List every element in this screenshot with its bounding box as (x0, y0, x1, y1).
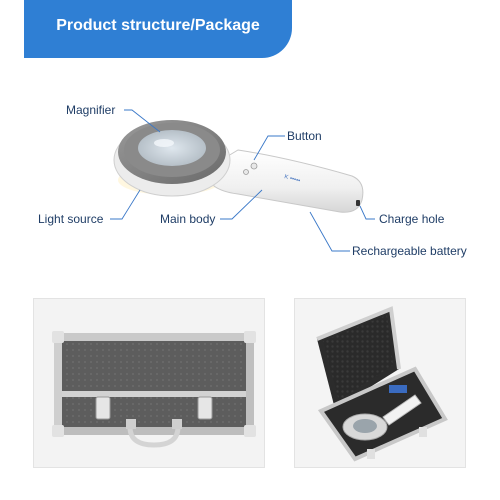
label-main-body: Main body (160, 212, 216, 226)
button-leader (253, 135, 285, 161)
magnifier-leader (124, 109, 161, 133)
main-body-leader (220, 189, 263, 220)
battery-leader (309, 211, 350, 252)
brand-mark: K ▪▪▪▪▪ (283, 174, 300, 184)
light-source-leader (110, 189, 141, 220)
device-handle (207, 149, 364, 213)
section-banner: Product structure/Package (24, 0, 292, 58)
section-title: Product structure/Package (56, 17, 260, 34)
latch-left-icon (95, 396, 111, 420)
label-light-source: Light source (38, 212, 104, 226)
label-button: Button (287, 129, 322, 143)
photo-case-closed (33, 298, 265, 468)
case-handle-icon (127, 426, 181, 448)
latch-right-icon (197, 396, 213, 420)
label-charge-hole: Charge hole (379, 212, 445, 226)
device-illustration: K ▪▪▪▪▪ (110, 109, 375, 252)
open-case-image (316, 306, 448, 462)
charge-hole-leader (359, 205, 375, 220)
button-icon (250, 162, 258, 170)
charge-hole-icon (356, 200, 360, 206)
closed-case-image (52, 331, 256, 448)
label-rechargeable-battery: Rechargeable battery (352, 244, 467, 258)
lens (138, 130, 206, 166)
label-magnifier: Magnifier (66, 103, 116, 117)
photo-case-open (294, 298, 466, 468)
